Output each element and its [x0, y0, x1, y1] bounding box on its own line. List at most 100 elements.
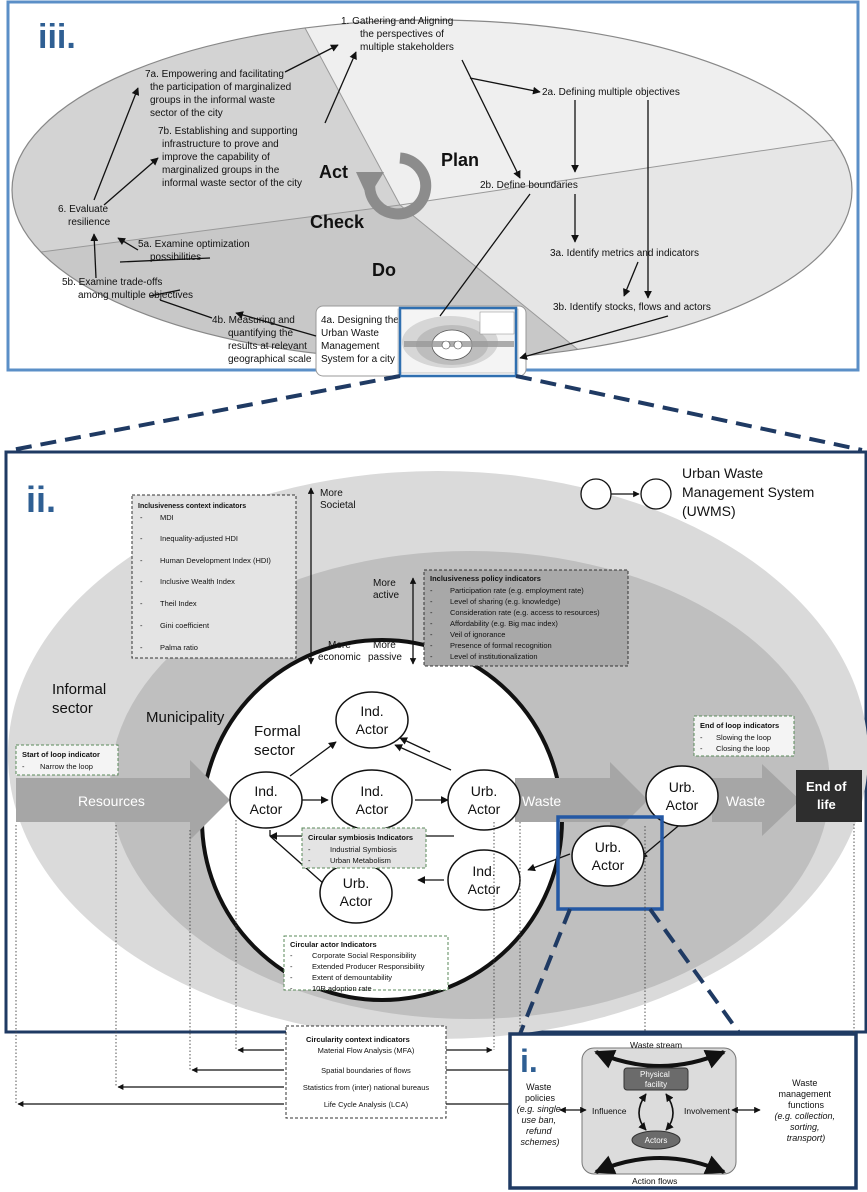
panel-ii: ii. Urban Waste Management System (UWMS)… — [4, 450, 867, 1119]
svg-text:Inclusive Wealth Index: Inclusive Wealth Index — [160, 577, 235, 586]
end-of-loop-box: End of loop indicators - Slowing the loo… — [693, 715, 795, 757]
svg-text:Human Development Index (HDI): Human Development Index (HDI) — [160, 556, 271, 565]
actor-urb-bottom: Urb.Actor — [319, 862, 393, 924]
inclusiveness-context-items: - MDI - Inequality-adjusted HDI - Human Dev… — [140, 513, 271, 652]
inclusiveness-context-box: Inclusiveness context indicators -MDI -I… — [131, 494, 297, 659]
svg-text:-: - — [430, 630, 433, 639]
svg-text:Corporate Social Responsibilit: Corporate Social Responsibility — [312, 951, 416, 960]
zoom-box-ii — [398, 306, 518, 378]
step-5b: 5b. Examine trade-offs among multiple ob… — [62, 277, 193, 301]
inclusiveness-policy-title: Inclusiveness policy indicators — [430, 574, 541, 583]
svg-text:Presence of formal recognition: Presence of formal recognition — [450, 641, 552, 650]
svg-text:Ind.Actor: Ind.Actor — [356, 783, 389, 817]
svg-text:Palma ratio: Palma ratio — [160, 643, 198, 652]
phase-act: Act — [319, 162, 348, 182]
symbiosis-item: Industrial Symbiosis — [330, 845, 397, 854]
resources-arrow: Resources — [16, 760, 230, 840]
svg-text:Statistics from (inter) nation: Statistics from (inter) national bureaus — [303, 1083, 430, 1092]
start-of-loop-title: Start of loop indicator — [22, 750, 100, 759]
svg-text:-: - — [430, 619, 433, 628]
svg-text:-: - — [140, 556, 143, 565]
svg-text:Ind.Actor: Ind.Actor — [468, 863, 501, 897]
svg-text:-: - — [290, 973, 293, 982]
actor-ind-outside: Ind.Actor — [447, 849, 521, 911]
svg-text:-: - — [430, 652, 433, 661]
actor-ind-center: Ind.Actor — [331, 769, 413, 831]
actor-ind-top: Ind.Actor — [335, 691, 409, 749]
waste-functions-examples: (e.g. collection, sorting, transport) — [774, 1111, 837, 1143]
svg-text:-: - — [290, 984, 293, 993]
waste-arrow-2: Waste — [712, 764, 800, 836]
step-4b: 4b. Measuring and quantifying the result… — [212, 315, 312, 365]
axis-more-passive: More passive — [368, 640, 402, 663]
influence-label: Influence — [592, 1106, 627, 1116]
action-flows-label: Action flows — [632, 1176, 677, 1186]
axis-more-active: More active — [373, 578, 400, 601]
waste-label-1: Waste — [522, 793, 561, 809]
panel-i: i. Waste stream Action flows Physical fa… — [508, 1032, 858, 1190]
circular-symbiosis-box: Circular symbiosis Indicators - Industri… — [301, 827, 427, 869]
svg-text:Urb.Actor: Urb.Actor — [340, 875, 373, 909]
waste-label-2: Waste — [726, 793, 765, 809]
influence-arrow — [638, 1093, 647, 1131]
svg-text:Urb.Actor: Urb.Actor — [666, 779, 699, 813]
step-2a: 2a. Defining multiple objectives — [542, 87, 680, 98]
circularity-context-title: Circularity context indicators — [306, 1035, 410, 1044]
svg-text:-: - — [140, 534, 143, 543]
svg-text:Material Flow Analysis (MFA): Material Flow Analysis (MFA) — [318, 1046, 415, 1055]
physical-facility-label: Physical facility — [640, 1070, 672, 1089]
step-7b: 7b. Establishing and supporting infrastr… — [158, 126, 302, 189]
svg-text:Inequality-adjusted HDI: Inequality-adjusted HDI — [160, 534, 238, 543]
svg-text:-: - — [22, 762, 25, 771]
svg-text:Extent of demountability: Extent of demountability — [312, 973, 392, 982]
svg-text:-: - — [140, 599, 143, 608]
step-4a: 4a. Designing the Urban Waste Management… — [321, 315, 402, 365]
waste-policies-label: Waste policies — [525, 1082, 556, 1103]
end-of-loop-item: Closing the loop — [716, 744, 770, 753]
svg-text:-: - — [290, 962, 293, 971]
actor-urb-waste: Urb.Actor — [645, 765, 719, 827]
zoom-box-i — [556, 815, 664, 911]
svg-text:Extended Producer Responsibili: Extended Producer Responsibility — [312, 962, 425, 971]
axis-more-societal: More Societal — [320, 488, 356, 511]
phase-do: Do — [372, 260, 396, 280]
svg-text:-: - — [140, 621, 143, 630]
waste-arrow-1: Waste — [515, 762, 648, 838]
svg-text:-: - — [140, 513, 143, 522]
waste-stream-arrow — [594, 1050, 726, 1069]
actor-urb-zoomed: Urb.Actor — [571, 825, 645, 887]
svg-text:Consideration rate (e.g. acces: Consideration rate (e.g. access to resou… — [450, 608, 600, 617]
resources-label: Resources — [78, 793, 145, 809]
action-flows-arrow — [594, 1155, 726, 1174]
svg-text:MDI: MDI — [160, 513, 174, 522]
svg-text:Gini coefficient: Gini coefficient — [160, 621, 210, 630]
step-5a: 5a. Examine optimization possibilities — [138, 239, 253, 263]
svg-text:Urb.Actor: Urb.Actor — [468, 783, 501, 817]
actors-ellipse — [631, 1130, 681, 1150]
svg-text:-: - — [430, 586, 433, 595]
inclusiveness-policy-items: -Participation rate (e.g. employment rat… — [430, 586, 600, 661]
svg-text:-: - — [140, 577, 143, 586]
circular-actor-title: Circular actor Indicators — [290, 940, 377, 949]
circular-actor-box: Circular actor Indicators - Corporate Soc… — [283, 935, 449, 993]
waste-policies-examples: (e.g. single use ban, refund schemes) — [517, 1104, 564, 1147]
step-3b: 3b. Identify stocks, flows and actors — [553, 302, 711, 313]
formal-sector-label: Formal sector — [254, 723, 305, 759]
circularity-context-items: Material Flow Analysis (MFA) Spatial bou… — [303, 1046, 430, 1109]
panel-iii-label: iii. — [38, 18, 76, 56]
svg-text:-: - — [700, 744, 703, 753]
phase-check: Check — [310, 212, 365, 232]
svg-text:-: - — [308, 845, 311, 854]
zoom-line-i-left — [518, 908, 572, 1035]
start-of-loop-item: Narrow the loop — [40, 762, 93, 771]
zoom-line-right — [515, 374, 863, 452]
svg-text:-: - — [140, 643, 143, 652]
svg-text:Theil Index: Theil Index — [160, 599, 197, 608]
panel-i-label: i. — [520, 1043, 538, 1079]
end-of-life-box — [796, 770, 862, 822]
svg-text:Level of institutionalization: Level of institutionalization — [450, 652, 538, 661]
svg-text:-: - — [700, 733, 703, 742]
svg-text:-: - — [430, 641, 433, 650]
svg-text:-: - — [308, 856, 311, 865]
